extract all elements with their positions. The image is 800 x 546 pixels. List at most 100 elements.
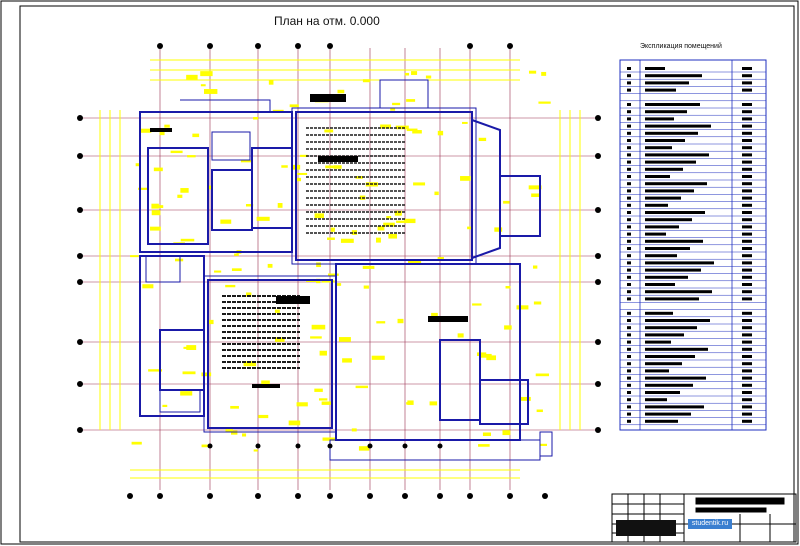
legend-row-number xyxy=(627,383,631,387)
legend-row-name xyxy=(645,88,676,92)
axis-marker xyxy=(402,493,408,499)
legend-row-name xyxy=(645,261,714,265)
legend-row-area xyxy=(742,297,752,301)
axis-marker xyxy=(207,43,213,49)
legend-row-area xyxy=(742,254,752,258)
legend-row-area xyxy=(742,67,752,70)
axis-marker xyxy=(77,153,83,159)
axis-marker xyxy=(507,43,513,49)
legend-row-area xyxy=(742,376,752,380)
dimension-text xyxy=(275,337,285,342)
legend-row-name xyxy=(645,275,688,279)
legend-row-name xyxy=(645,247,690,250)
axis-marker xyxy=(437,493,443,499)
legend-row-name xyxy=(645,218,692,222)
legend-row-number xyxy=(627,153,631,157)
dimension-text xyxy=(187,155,196,158)
legend-row-area xyxy=(742,247,752,250)
dimension-text xyxy=(478,444,490,447)
legend-row-area xyxy=(742,391,752,394)
legend-row-area xyxy=(742,153,752,157)
drawing-title: План на отм. 0.000 xyxy=(274,14,380,28)
dimension-text xyxy=(200,71,213,77)
legend-row-name xyxy=(645,254,677,258)
dimension-text xyxy=(482,432,491,436)
dimension-text xyxy=(397,318,404,324)
legend-row-number xyxy=(627,117,631,121)
legend-row-area xyxy=(742,412,752,416)
legend-row-number xyxy=(627,175,631,178)
legend-row-number xyxy=(627,124,631,128)
legend-row-name xyxy=(645,355,695,358)
legend-row-name xyxy=(645,160,696,164)
legend-row-area xyxy=(742,203,752,207)
dimension-text xyxy=(234,253,239,256)
legend-row-area xyxy=(742,110,752,114)
dimension-text xyxy=(253,116,259,120)
legend-row-area xyxy=(742,419,752,423)
legend-row-number xyxy=(627,110,631,114)
dimension-text xyxy=(462,121,468,124)
legend-row-name xyxy=(645,347,708,351)
axis-marker xyxy=(402,443,408,449)
legend-row-number xyxy=(627,232,631,236)
dimension-text xyxy=(519,396,531,401)
dimension-text xyxy=(135,163,141,167)
legend-row-area xyxy=(742,74,752,78)
legend-row-name xyxy=(645,398,667,402)
dimension-text xyxy=(310,336,322,339)
dimension-text xyxy=(274,309,280,313)
dimension-text xyxy=(532,265,538,269)
legend-row-area xyxy=(742,146,752,150)
dimension-text xyxy=(342,358,352,363)
legend-row-area xyxy=(742,355,752,358)
dimension-text xyxy=(394,210,402,216)
legend-row-number xyxy=(627,297,631,301)
legend-row-number xyxy=(627,419,631,423)
dimension-text xyxy=(321,401,332,405)
dimension-text xyxy=(288,420,301,426)
legend-row-number xyxy=(627,333,631,337)
axis-marker xyxy=(207,443,213,449)
legend-row-area xyxy=(742,275,752,279)
axis-marker xyxy=(367,493,373,499)
legend-row-name xyxy=(645,203,668,207)
legend-row-number xyxy=(627,167,631,171)
dimension-text xyxy=(201,444,211,448)
dimension-text xyxy=(314,213,325,219)
legend-row-name xyxy=(645,383,693,387)
legend-row-name xyxy=(645,110,687,114)
dimension-text xyxy=(386,216,392,219)
legend-row-name xyxy=(645,153,709,157)
legend-row-number xyxy=(627,398,631,402)
legend-row-area xyxy=(742,340,752,344)
axis-marker xyxy=(595,339,601,345)
dimension-text xyxy=(437,130,444,136)
legend-row-number xyxy=(627,319,631,322)
dimension-text xyxy=(220,219,232,224)
axis-marker xyxy=(507,493,513,499)
dimension-text xyxy=(503,200,510,204)
dimension-text xyxy=(314,388,323,392)
legend-row-number xyxy=(627,225,631,229)
axis-marker xyxy=(77,381,83,387)
legend-row-area xyxy=(742,290,752,294)
legend-row-number xyxy=(627,81,631,85)
legend-row-area xyxy=(742,225,752,229)
legend-row-name xyxy=(645,268,701,272)
legend-row-area xyxy=(742,189,752,193)
dimension-text xyxy=(296,177,301,182)
legend-row-area xyxy=(742,261,752,265)
legend-row-name xyxy=(645,311,673,315)
legend-row-number xyxy=(627,362,631,366)
dimension-text xyxy=(362,79,371,83)
legend-row-number xyxy=(627,146,631,150)
legend-row-number xyxy=(627,131,631,135)
axis-marker xyxy=(595,253,601,259)
dimension-text xyxy=(130,255,139,258)
dimension-text xyxy=(296,402,308,407)
dimension-text xyxy=(297,172,308,175)
dimension-text xyxy=(131,441,142,445)
legend-row-area xyxy=(742,218,752,222)
